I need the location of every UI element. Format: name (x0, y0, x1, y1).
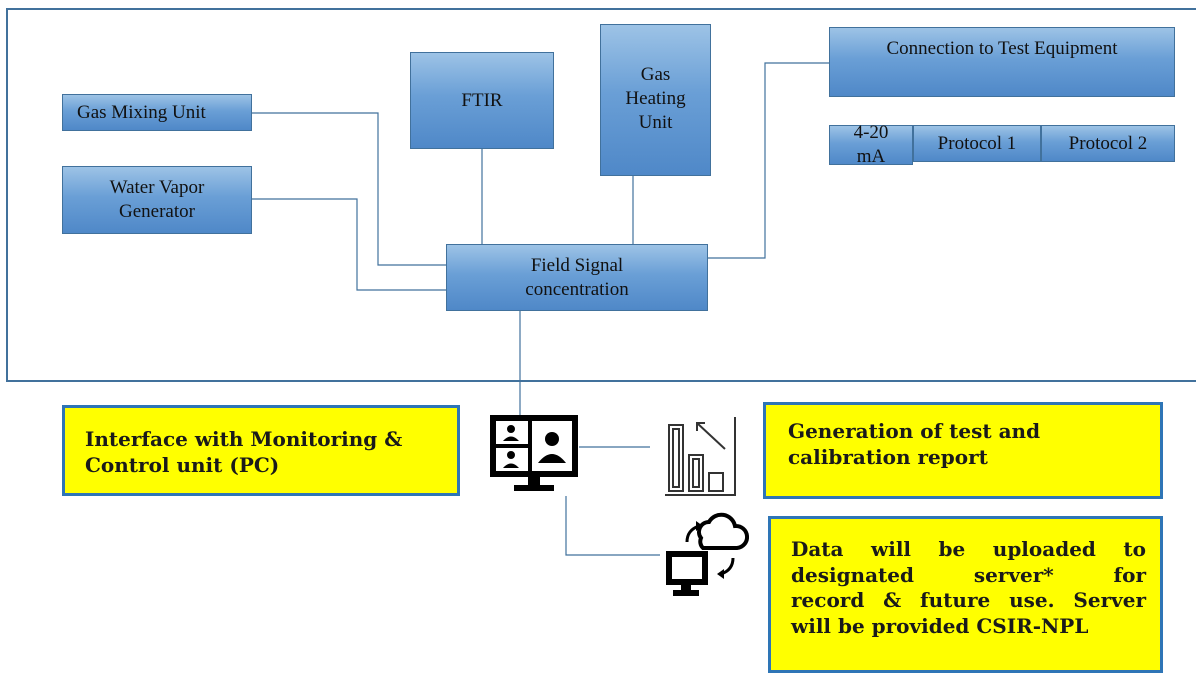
water-vapor-generator-box: Water Vapor Generator (62, 166, 252, 234)
field-signal-label-line2: concentration (525, 278, 629, 300)
upload-callout-line1: Data will be uploaded to (791, 537, 1146, 561)
connector-connection (708, 62, 829, 259)
system-boundary-frame (6, 8, 1196, 382)
bar-chart-report-icon (665, 417, 736, 496)
protocol-2-box: Protocol 2 (1041, 125, 1175, 162)
connector-pc-to-cloud (565, 496, 660, 556)
interface-callout: Interface with Monitoring & Control unit… (62, 405, 460, 496)
interface-callout-line2: Control unit (PC) (85, 452, 280, 477)
ma-label-line1: 4-20 (853, 122, 889, 144)
protocol-2-label: Protocol 2 (1068, 132, 1148, 154)
connector-gas-mixing (252, 112, 446, 266)
gas-mixing-unit-label: Gas Mixing Unit (77, 101, 206, 123)
connector-water-vapor (252, 198, 446, 291)
upload-callout-line3: record & future use. Server (791, 588, 1146, 613)
current-loop-4-20ma-box: 4-20 mA (829, 122, 913, 167)
protocol-1-label: Protocol 1 (937, 132, 1017, 154)
protocol-1-box: Protocol 1 (913, 125, 1041, 162)
field-signal-label-line1: Field Signal (530, 254, 624, 276)
upload-callout-line2: designated server* for (791, 562, 1146, 587)
gas-heating-label-line3: Unit (638, 111, 673, 133)
ftir-label: FTIR (461, 89, 503, 111)
field-signal-concentration-box: Field Signal concentration (446, 244, 708, 311)
gas-heating-label-line1: Gas (640, 64, 671, 85)
gas-heating-unit-box: Gas Heating Unit (600, 24, 711, 176)
connection-test-equipment-box: Connection to Test Equipment (829, 27, 1175, 97)
water-vapor-label-line1: Water Vapor (109, 177, 205, 199)
cloud-sync-computer-icon (666, 512, 749, 596)
connection-label: Connection to Test Equipment (886, 38, 1118, 59)
interface-callout-line1: Interface with Monitoring & (85, 427, 403, 451)
report-callout-line2: calibration report (788, 444, 988, 469)
upload-callout: Data will be uploaded to designated serv… (768, 516, 1163, 673)
ma-label-line2: mA (856, 146, 886, 167)
gas-mixing-unit-box: Gas Mixing Unit (62, 94, 252, 131)
gas-heating-label-line2: Heating (625, 87, 686, 109)
water-vapor-label-line2: Generator (119, 201, 195, 222)
upload-callout-line4: will be provided CSIR-NPL (791, 613, 1089, 638)
ftir-box: FTIR (410, 52, 554, 149)
video-conference-monitor-icon (490, 415, 578, 491)
report-callout-line1: Generation of test and (788, 419, 1041, 443)
report-callout: Generation of test and calibration repor… (763, 402, 1163, 499)
